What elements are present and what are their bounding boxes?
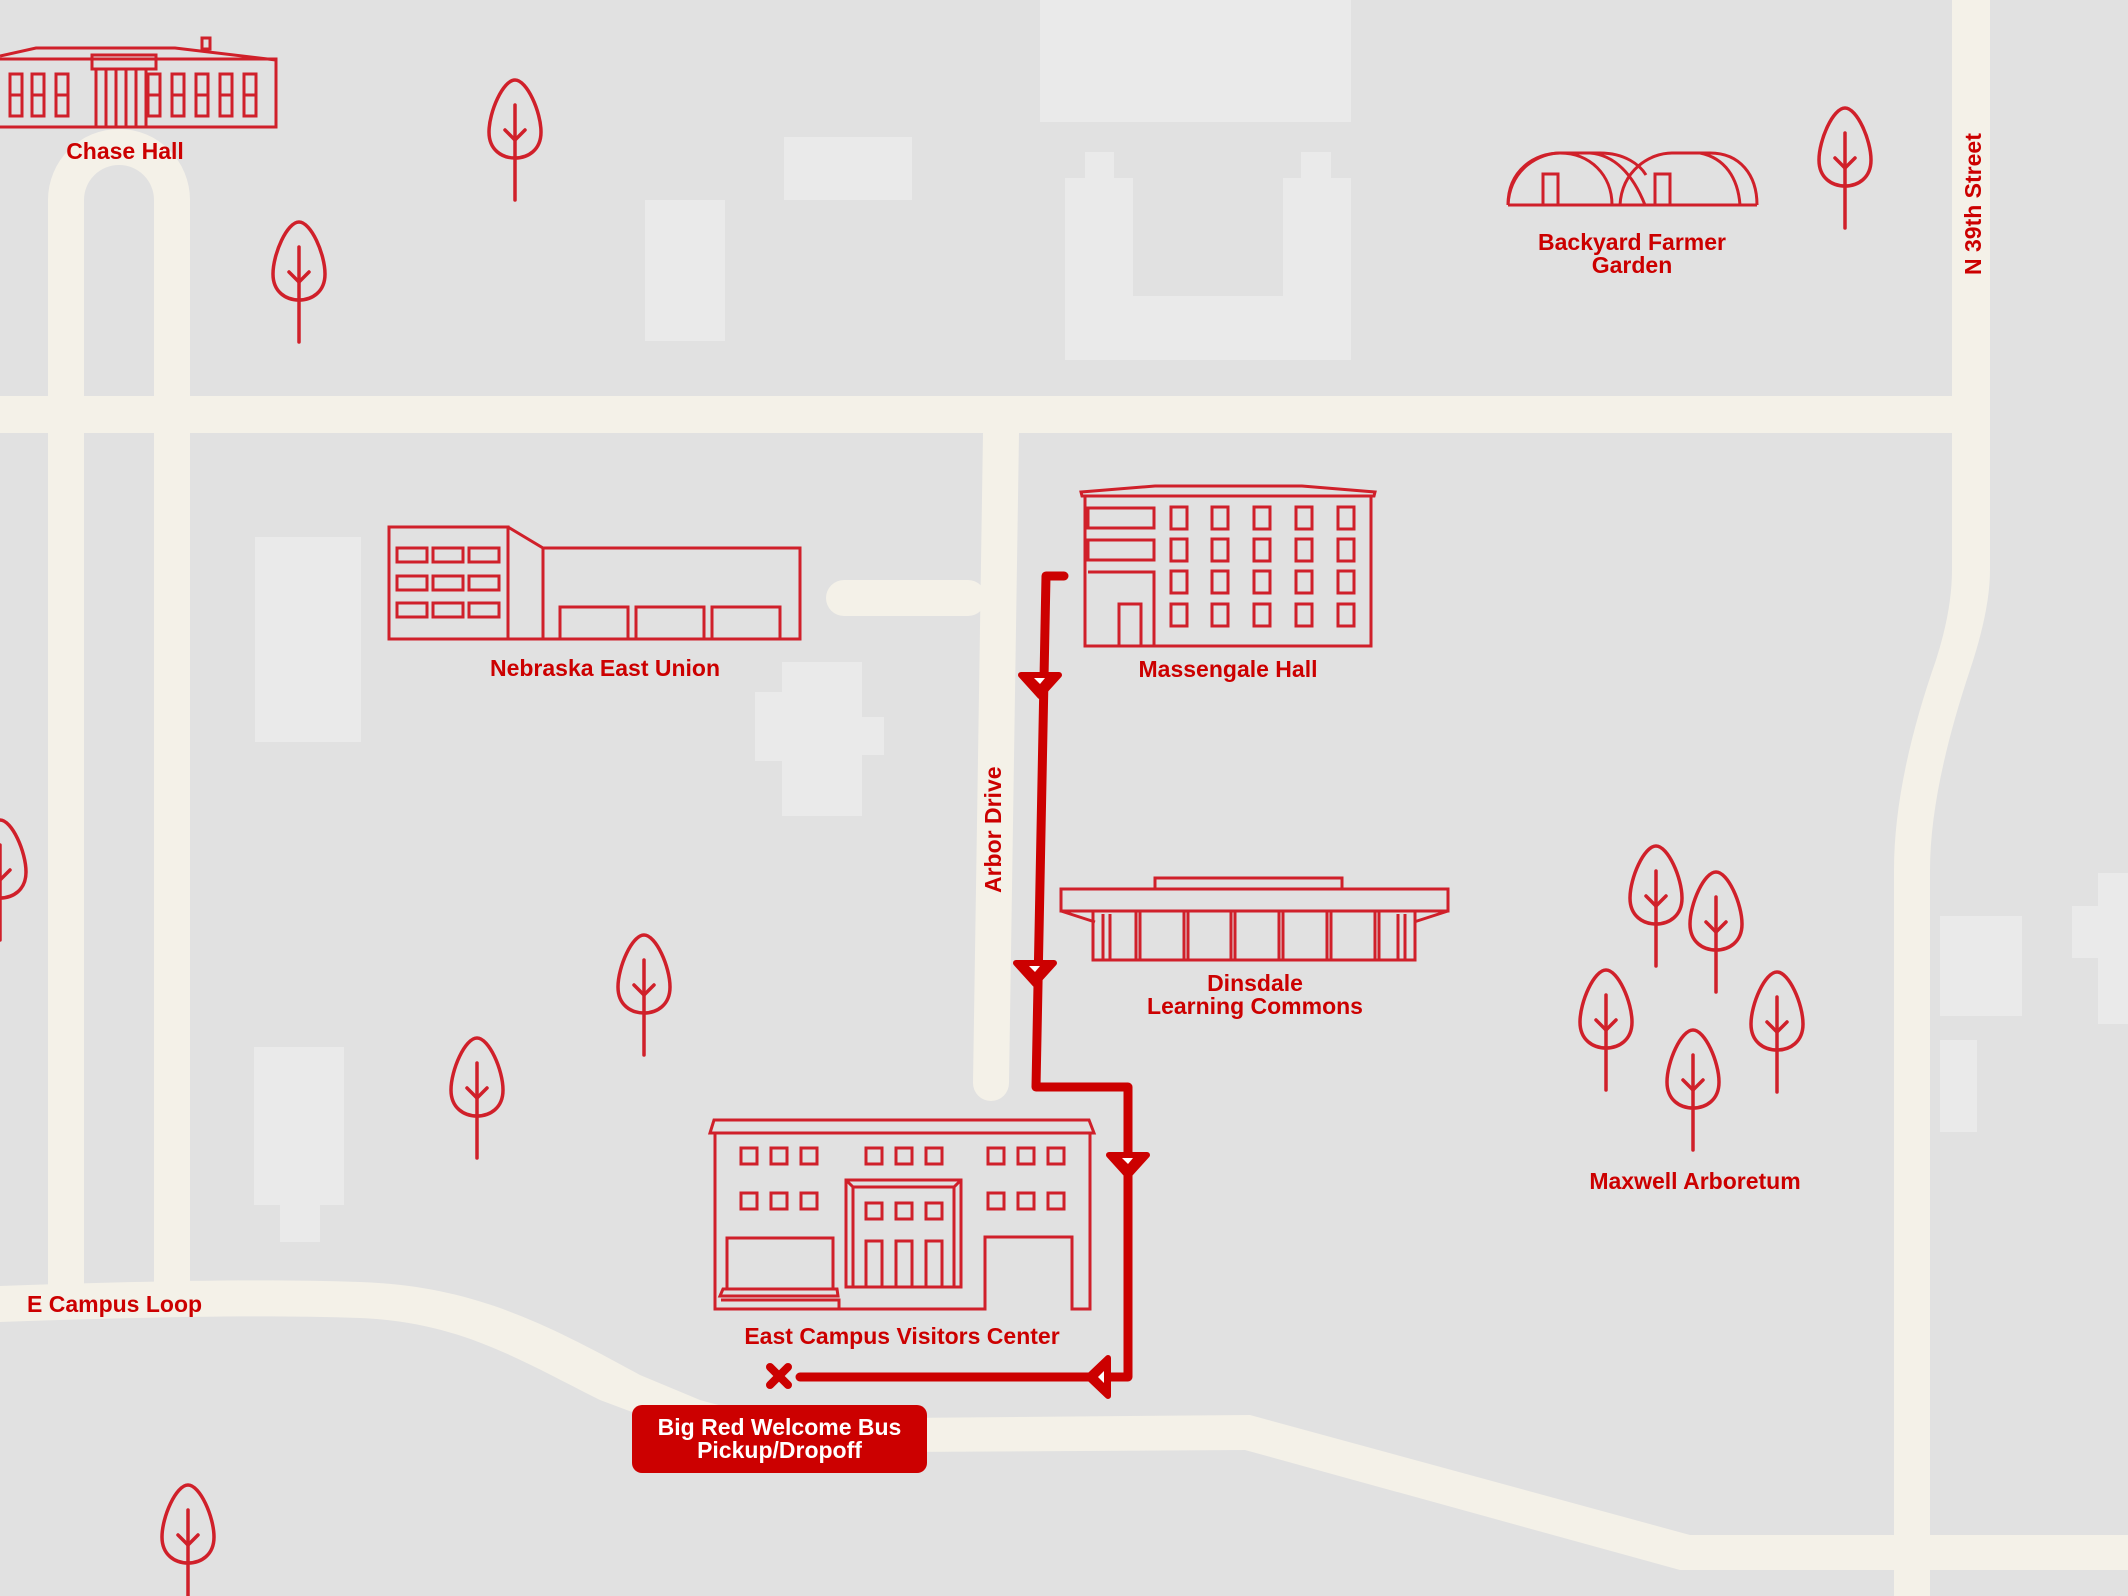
- direction-arrow-icon: [1013, 960, 1057, 987]
- tree-icon: [160, 1483, 216, 1596]
- tree-icon: [449, 1036, 505, 1160]
- direction-arrow-icon: [1018, 672, 1062, 699]
- tree-icon: [487, 78, 543, 202]
- landmark-label-nebraska-east-union: Nebraska East Union: [489, 655, 721, 681]
- street-label-n-39th-street: N 39th Street: [1960, 133, 1986, 275]
- dinsdale-building-icon: [1059, 876, 1450, 962]
- callout-line: Pickup/Dropoff: [697, 1437, 862, 1463]
- label-line: Backyard Farmer: [1538, 229, 1726, 255]
- tree-icon: [0, 818, 28, 942]
- tree-icon: [616, 933, 672, 1057]
- street-label-e-campus-loop: E Campus Loop: [27, 1291, 203, 1317]
- building-footprints: [254, 0, 2128, 1242]
- tree-icon: [1665, 1028, 1721, 1152]
- visitors-center-building-icon: [707, 1118, 1097, 1311]
- landmark-label-dinsdale: Dinsdale Learning Commons: [1110, 972, 1400, 1018]
- bus-stop-callout[interactable]: Big Red Welcome Bus Pickup/Dropoff: [632, 1405, 927, 1473]
- landmark-label-massengale-hall: Massengale Hall: [1138, 656, 1318, 682]
- massengale-hall-building-icon: [1079, 484, 1377, 648]
- tree-icon: [1628, 844, 1684, 968]
- x-marker-icon[interactable]: [766, 1363, 792, 1389]
- greenhouse-icon: [1506, 151, 1759, 207]
- tree-icon: [1749, 970, 1805, 1094]
- route-path: [795, 571, 1133, 1382]
- landmark-label-maxwell-arboretum: Maxwell Arboretum: [1589, 1168, 1801, 1194]
- landmark-label-visitors-center: East Campus Visitors Center: [744, 1323, 1060, 1349]
- label-line: Learning Commons: [1147, 993, 1363, 1019]
- label-line: Dinsdale: [1207, 970, 1303, 996]
- direction-arrow-icon: [1085, 1355, 1111, 1399]
- tree-icon: [1688, 870, 1744, 994]
- chase-hall-building-icon: [0, 36, 278, 129]
- tree-icon: [1817, 106, 1873, 230]
- label-line: Garden: [1591, 252, 1673, 278]
- landmark-label-backyard-farmer-garden: Backyard Farmer Garden: [1502, 231, 1762, 277]
- callout-line: Big Red Welcome Bus: [657, 1414, 902, 1440]
- street-label-arbor-drive: Arbor Drive: [980, 766, 1006, 893]
- direction-arrow-icon: [1106, 1152, 1150, 1179]
- landmark-label-chase-hall: Chase Hall: [66, 138, 184, 164]
- tree-icon: [271, 220, 327, 344]
- tree-icon: [1578, 968, 1634, 1092]
- nebraska-east-union-building-icon: [387, 525, 802, 641]
